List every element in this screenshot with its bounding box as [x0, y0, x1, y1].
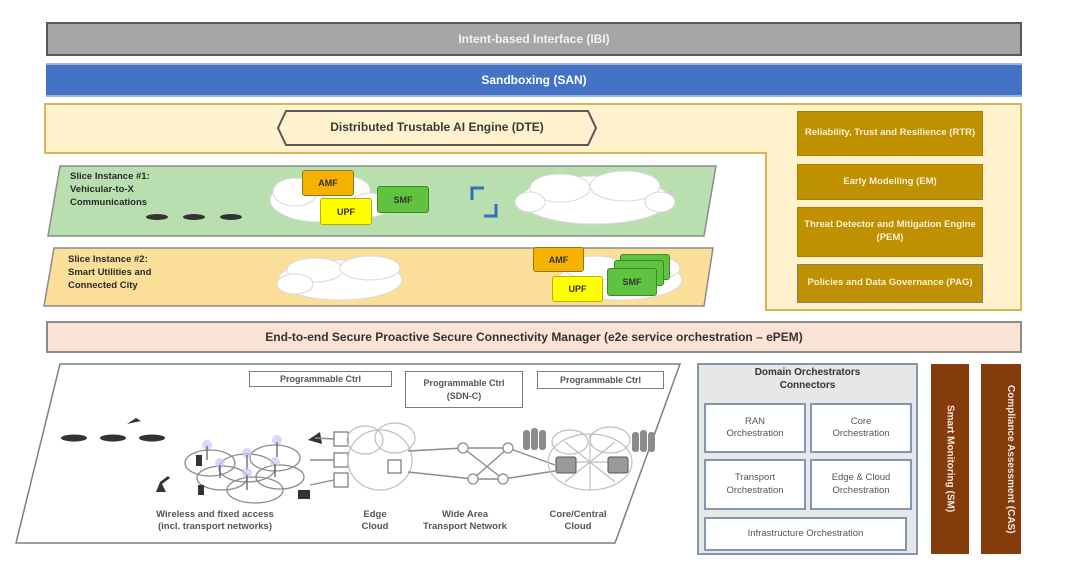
dte-region [44, 103, 1022, 311]
antenna-icons [202, 435, 282, 490]
slice-1-line3: Communications [70, 196, 148, 208]
edge-cloud-orchestration: Edge & Cloud Orchestration [810, 459, 912, 510]
slice-1-line2: Vehicular-to-X [70, 183, 134, 195]
segment-core-line2: Cloud [564, 521, 592, 533]
cloud-icon [514, 170, 676, 225]
compliance-assessment-bar: Compliance Assessment (CAS) [981, 364, 1021, 554]
segment-edge-line2: Cloud [361, 521, 389, 533]
transport-links [309, 437, 556, 486]
slice-1-smf: SMF [377, 186, 429, 213]
segment-access-label: Wireless and fixed access (incl. transpo… [130, 509, 300, 534]
compliance-assessment-label: Compliance Assessment (CAS) [1005, 384, 1016, 534]
san-label: Sandboxing (SAN) [481, 73, 587, 87]
infrastructure-diagram [15, 363, 682, 544]
segment-wan-label: Wide Area Transport Network [400, 509, 530, 534]
segment-core-line1: Core/Central [549, 509, 607, 520]
dte-label-shape [276, 110, 598, 146]
programmable-ctrl-sdn: Programmable Ctrl (SDN-C) [405, 371, 523, 408]
programmable-ctrl-core: Programmable Ctrl [537, 371, 664, 389]
segment-access-line2: (incl. transport networks) [157, 521, 272, 533]
programmable-ctrl-access: Programmable Ctrl [249, 371, 392, 387]
domain-orchestrators-title: Domain Orchestrators Connectors [754, 367, 861, 391]
slice-1-label: Slice Instance #1: Vehicular-to-X Commun… [70, 171, 150, 209]
smart-monitoring-bar: Smart Monitoring (SM) [931, 364, 969, 554]
server-rack-icons [523, 428, 655, 452]
segment-edge-line1: Edge [363, 509, 387, 520]
epem-label: End-to-end Secure Proactive Secure Conne… [265, 330, 803, 344]
smart-monitoring-label: Smart Monitoring (SM) [944, 405, 956, 513]
bracket-icon [470, 186, 498, 218]
edge-nodes [333, 431, 349, 488]
edge-server-node [387, 459, 402, 474]
pag-module: Policies and Data Governance (PAG) [797, 264, 983, 303]
cloud-icon [276, 255, 403, 301]
ran-orchestration: RAN Orchestration [704, 403, 806, 453]
pem-module: Threat Detector and Mitigation Engine (P… [797, 207, 983, 257]
dte-label: Distributed Trustable AI Engine (DTE) [330, 120, 544, 134]
dte-region-outline [44, 103, 1022, 311]
slice-2-line2: Smart Utilities and [68, 266, 152, 278]
router-nodes [457, 442, 514, 485]
slice-2-label: Slice Instance #2: Smart Utilities and C… [68, 254, 151, 292]
slice-1-title: Slice Instance #1: [70, 171, 150, 182]
segment-wan-line1: Wide Area [441, 509, 489, 520]
segment-wan-line2: Transport Network [423, 521, 507, 533]
transport-orchestration: Transport Orchestration [704, 459, 806, 510]
robot-arm-icon [156, 476, 170, 492]
sandboxing-layer: Sandboxing (SAN) [46, 63, 1022, 97]
slice-2-amf: AMF [533, 247, 584, 272]
ibi-label: Intent-based Interface (IBI) [458, 32, 610, 46]
segment-edge-label: Edge Cloud [345, 509, 405, 534]
switch-icons [555, 456, 629, 474]
slice-2-smf: SMF [607, 268, 657, 296]
slice-2-line3: Connected City [68, 279, 138, 291]
edge-cloud-icon [346, 422, 416, 491]
slice-2-upf: UPF [552, 276, 603, 302]
segment-access-line1: Wireless and fixed access [156, 509, 274, 520]
car-icons [146, 214, 242, 220]
car-icons [61, 418, 165, 442]
slice-1-amf: AMF [302, 170, 354, 196]
drone-icon [127, 418, 141, 424]
intent-based-interface-layer: Intent-based Interface (IBI) [46, 22, 1022, 56]
rtr-module: Reliability, Trust and Resilience (RTR) [797, 111, 983, 156]
epem-layer: End-to-end Secure Proactive Secure Conne… [46, 321, 1022, 353]
factory-icon [298, 490, 310, 499]
slice-1-upf: UPF [320, 198, 372, 225]
core-orchestration: Core Orchestration [810, 403, 912, 453]
infrastructure-orchestration: Infrastructure Orchestration [704, 517, 907, 551]
slice-2-title: Slice Instance #2: [68, 254, 148, 265]
segment-core-label: Core/Central Cloud [528, 509, 628, 534]
em-module: Early Modelling (EM) [797, 164, 983, 200]
